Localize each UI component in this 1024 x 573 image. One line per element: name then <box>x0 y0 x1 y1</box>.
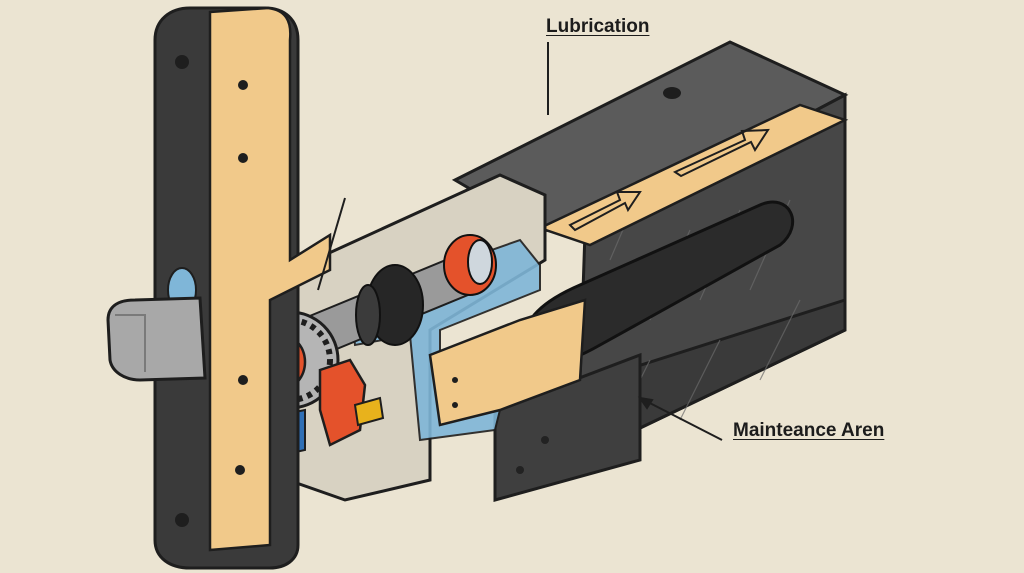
bolt-channel-wood <box>536 103 849 247</box>
callout-label-lubrication: Lubrication <box>546 16 650 37</box>
spindle-shaft <box>298 234 497 362</box>
callout-leader-lines <box>317 42 723 441</box>
direction-arrow-icon <box>568 128 770 232</box>
callout-label-maintenance-area: Mainteance Aren <box>733 420 885 441</box>
mounting-plate <box>493 352 642 502</box>
faceplate <box>153 6 332 570</box>
latch-bolt <box>106 296 207 382</box>
